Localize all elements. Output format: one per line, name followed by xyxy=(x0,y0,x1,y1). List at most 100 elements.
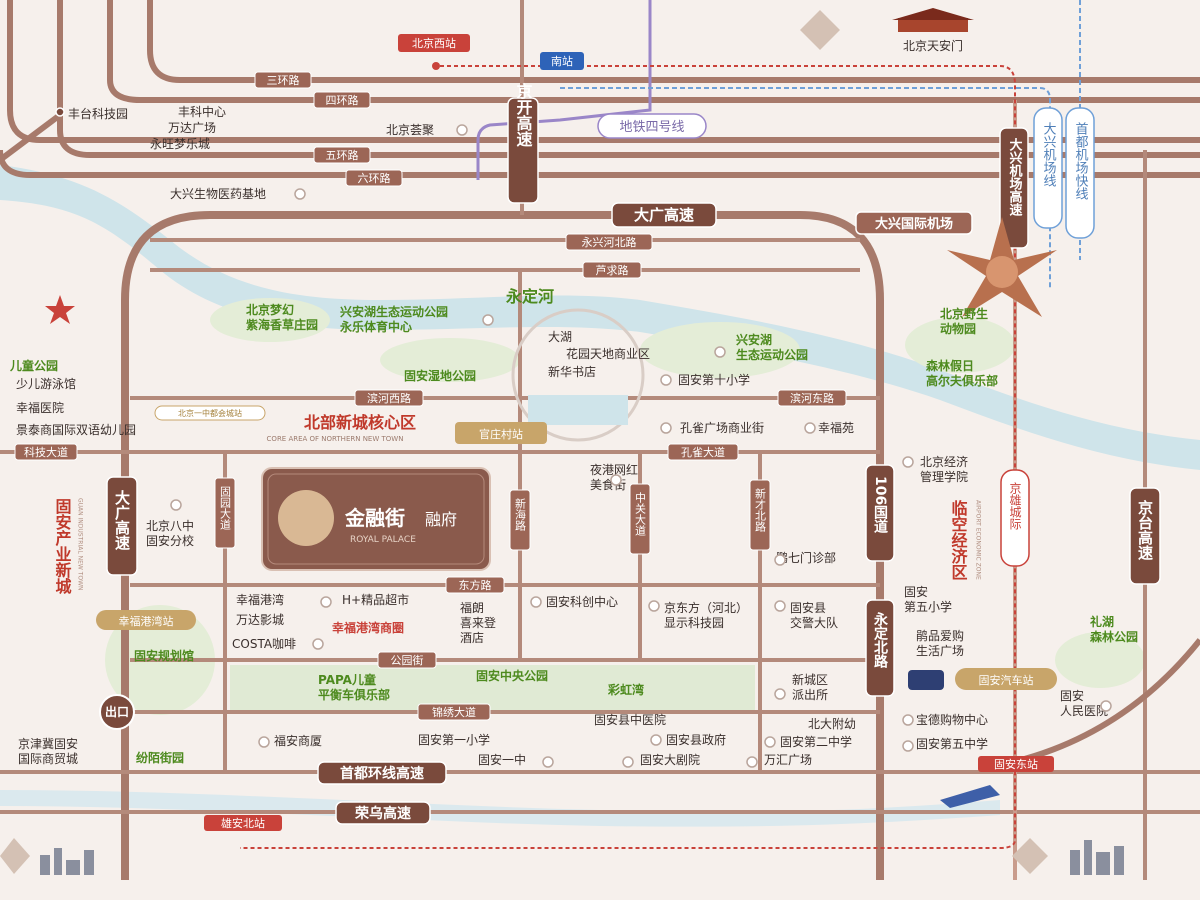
beijing-west-station-label: 北京西站 xyxy=(412,36,456,50)
svg-text:大湖: 大湖 xyxy=(548,329,572,344)
svg-text:固安第二中学: 固安第二中学 xyxy=(780,734,852,749)
ring-roads xyxy=(0,0,1200,178)
svg-text:幸福港湾: 幸福港湾 xyxy=(236,592,284,607)
green-poi-labels: 北京梦幻紫海香草庄园 兴安湖生态运动公园永乐体育中心 兴安湖生态运动公园 固安湿… xyxy=(9,302,1138,765)
svg-text:纷陌街园: 纷陌街园 xyxy=(136,750,184,765)
exit-label: 出口 xyxy=(105,704,129,719)
jingtai-badge xyxy=(1129,487,1161,585)
guanzhuang-station-label: 官庄村站 xyxy=(479,427,523,441)
shoudu-ring-label: 首都环线高速 xyxy=(340,765,424,782)
xingfu-port-station-label: 幸福港湾站 xyxy=(119,614,174,628)
svg-text:彩虹湾: 彩虹湾 xyxy=(607,682,644,697)
binhe-west-label: 滨河西路 xyxy=(367,391,411,405)
road-106-label: 106国道 xyxy=(872,476,888,535)
svg-text:固安县政府: 固安县政府 xyxy=(666,732,726,747)
poi-labels: 丰台科技园 丰科中心 万达广场 永旺梦乐城 北京荟聚 大兴生物医药基地 大湖 花… xyxy=(16,104,988,767)
jingkai-expressway-badge xyxy=(507,97,539,204)
yongding-river xyxy=(0,165,1200,470)
green-area xyxy=(380,338,520,382)
svg-text:兴安湖生态运动公园: 兴安湖生态运动公园 xyxy=(736,332,808,362)
kongque-badge xyxy=(667,443,739,461)
svg-text:六环路: 六环路 xyxy=(358,172,391,185)
svg-text:孔雀广场商业街: 孔雀广场商业街 xyxy=(680,420,764,435)
train-icon xyxy=(940,785,1000,808)
svg-text:万达影城: 万达影城 xyxy=(236,613,284,627)
daguang-top-badge xyxy=(611,202,717,228)
svg-text:万达广场: 万达广场 xyxy=(168,121,216,135)
project-name: 融府 xyxy=(425,510,457,529)
yongding-north-badge xyxy=(865,599,895,697)
daxing-airport-icon xyxy=(947,217,1057,317)
xingfu-port-mall-label: 幸福港湾商圈 xyxy=(332,620,404,635)
guyuan-badge xyxy=(214,477,236,549)
daxing-airport-line-label: 大兴机场线 xyxy=(1041,122,1057,187)
xiongan-station-label: 雄安北站 xyxy=(221,816,265,830)
dongfang-badge xyxy=(445,576,505,594)
daguang-left-badge xyxy=(106,476,138,576)
dongfang-label: 东方路 xyxy=(459,578,492,592)
svg-text:COSTA咖啡: COSTA咖啡 xyxy=(232,636,296,651)
daguang-expressway-ring xyxy=(121,211,884,880)
svg-text:三环路: 三环路 xyxy=(267,74,300,87)
exit-badge xyxy=(99,694,135,730)
svg-text:森林假日高尔夫俱乐部: 森林假日高尔夫俱乐部 xyxy=(926,358,998,388)
svg-text:京东方（河北）显示科技园: 京东方（河北）显示科技园 xyxy=(664,600,748,630)
temple-icon xyxy=(0,838,30,874)
svg-text:鹃品爱购生活广场: 鹃品爱购生活广场 xyxy=(916,628,964,658)
daxing-airport-line-badge xyxy=(1033,107,1063,229)
rongwu-label: 荣乌高速 xyxy=(354,805,411,822)
guan-east-station-badge xyxy=(978,756,1054,772)
beijing-west-station-badge xyxy=(398,34,470,52)
pin-icon xyxy=(432,62,440,70)
xincai-badge xyxy=(749,479,771,551)
jingxiong-badge xyxy=(1000,469,1030,567)
svg-text:固安大剧院: 固安大剧院 xyxy=(640,752,700,767)
svg-text:四环路: 四环路 xyxy=(326,94,359,107)
svg-text:固安湿地公园: 固安湿地公园 xyxy=(404,368,476,383)
metro-line-4-badge xyxy=(597,113,707,139)
daxing-airport-line xyxy=(560,87,1051,290)
svg-text:北京荟聚: 北京荟聚 xyxy=(386,123,434,137)
binhe-east-badge xyxy=(777,389,847,407)
svg-text:鹏七门诊部: 鹏七门诊部 xyxy=(776,550,836,565)
binhe-west-badge xyxy=(354,389,424,407)
svg-text:福安商厦: 福安商厦 xyxy=(274,733,322,748)
daguang-left-label: 大广高速 xyxy=(113,489,131,551)
jingxiong-label: 京雄城际 xyxy=(1008,482,1022,530)
rongwu-badge xyxy=(335,801,431,825)
project-brand: 金融街 xyxy=(344,506,405,530)
tiananmen-label: 北京天安门 xyxy=(903,38,963,53)
svg-text:京津冀固安国际商贸城: 京津冀固安国际商贸城 xyxy=(18,736,78,766)
ring-road-badges: 三环路 四环路 五环路 六环路 xyxy=(254,71,403,187)
binhe-east-label: 滨河东路 xyxy=(790,391,834,405)
svg-text:宝德购物中心: 宝德购物中心 xyxy=(916,712,988,727)
svg-text:固安县交警大队: 固安县交警大队 xyxy=(790,600,838,630)
southern-river xyxy=(0,790,1000,827)
core-area-circle xyxy=(511,308,645,442)
guan-east-station-label: 固安东站 xyxy=(994,757,1038,771)
svg-text:固安第十小学: 固安第十小学 xyxy=(678,372,750,387)
green-area xyxy=(905,317,1015,373)
project-en: ROYAL PALACE xyxy=(350,535,416,545)
guan-industry-label: 固安产业新城 xyxy=(53,498,72,595)
svg-text:固安中央公园: 固安中央公园 xyxy=(476,668,548,683)
guanzhuang-station-badge xyxy=(455,422,547,444)
svg-text:固安第五小学: 固安第五小学 xyxy=(904,584,952,614)
keji-label: 科技大道 xyxy=(24,445,68,459)
poi-multiline-labels: 夜港网红美食街 北京八中固安分校 福朗喜来登酒店 京东方（河北）显示科技园 固安… xyxy=(18,454,1108,766)
svg-text:固安科创中心: 固安科创中心 xyxy=(546,594,618,609)
linkong-label: 临空经济区 xyxy=(949,499,968,580)
svg-text:固安第一小学: 固安第一小学 xyxy=(418,732,490,747)
svg-text:H+精品超市: H+精品超市 xyxy=(342,592,409,607)
gongyuan-badge xyxy=(377,651,437,669)
svg-text:礼湖森林公园: 礼湖森林公园 xyxy=(1090,614,1138,644)
project-card[interactable]: 金融街 融府 ROYAL PALACE xyxy=(261,467,491,571)
nanzhan-badge xyxy=(540,52,584,70)
daguang-top-label: 大广高速 xyxy=(634,206,694,224)
kongque-label: 孔雀大道 xyxy=(681,445,725,459)
jinxiu-label: 锦绣大道 xyxy=(432,705,476,719)
school-star-icon xyxy=(45,295,75,324)
poi-dots xyxy=(55,107,1112,768)
svg-text:固安一中: 固安一中 xyxy=(478,752,526,767)
